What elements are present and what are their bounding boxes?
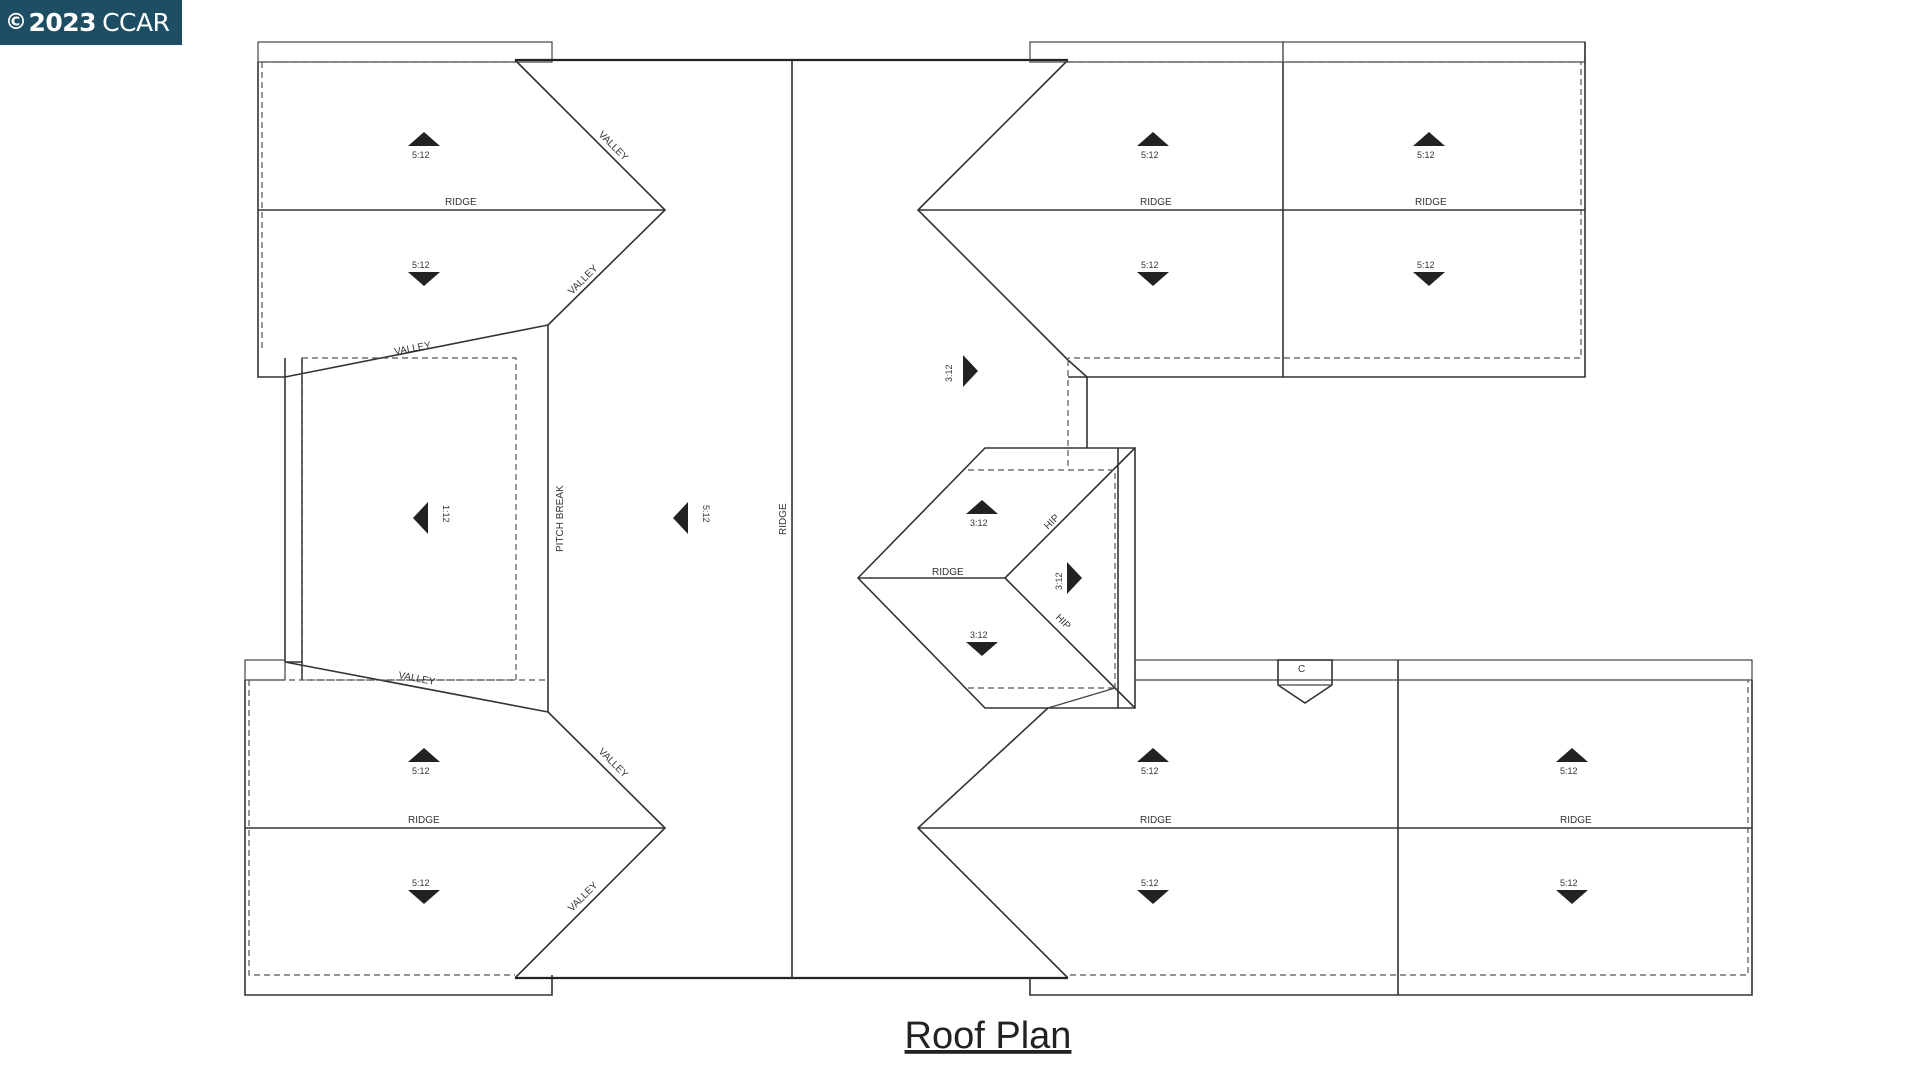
ridge-label: RIDGE	[1140, 815, 1172, 826]
slope-arrow-up	[1137, 132, 1169, 146]
ridge-label: RIDGE	[1140, 197, 1172, 208]
ridge-label: RIDGE	[778, 503, 789, 535]
chimney-label: C	[1298, 664, 1305, 675]
slope-arrow-up	[408, 132, 440, 146]
svg-text:1:12: 1:12	[441, 505, 451, 523]
copyright-watermark: © 2023 CCAR	[0, 0, 182, 45]
svg-text:5:12: 5:12	[412, 878, 430, 888]
slope-arrow-up	[1413, 132, 1445, 146]
ridge-label: RIDGE	[1560, 815, 1592, 826]
plan-title: Roof Plan	[905, 1015, 1072, 1057]
slope-arrow-down	[408, 890, 440, 904]
valley-label: VALLEY	[397, 670, 436, 688]
watermark-org: CCAR	[102, 8, 170, 37]
svg-text:5:12: 5:12	[1141, 260, 1159, 270]
chimney	[1277, 659, 1333, 704]
ridge-labels: RIDGE RIDGE RIDGE RIDGE RIDGE RIDGE RIDG…	[408, 197, 1592, 826]
slope-arrow-down	[1413, 272, 1445, 286]
slope-arrow-down	[1137, 272, 1169, 286]
watermark-year: 2023	[28, 8, 97, 37]
svg-text:5:12: 5:12	[701, 505, 711, 523]
pitch-labels: 5:12 5:12 5:12 5:12 5:12 5:12 5:12 5:12 …	[412, 150, 1578, 888]
svg-text:5:12: 5:12	[412, 260, 430, 270]
line-type-labels: VALLEY VALLEY VALLEY VALLEY VALLEY VALLE…	[393, 129, 1305, 914]
svg-text:5:12: 5:12	[1560, 766, 1578, 776]
ridge-label: RIDGE	[408, 815, 440, 826]
svg-text:5:12: 5:12	[412, 766, 430, 776]
slope-arrow-left	[673, 502, 688, 534]
slope-arrow-up	[408, 748, 440, 762]
upper-left-wing	[257, 41, 667, 378]
slope-arrow-right	[963, 355, 978, 387]
slope-arrow-up	[1556, 748, 1588, 762]
slope-arrow-up	[966, 500, 998, 514]
svg-text:5:12: 5:12	[1141, 766, 1159, 776]
ridge-label: RIDGE	[1415, 197, 1447, 208]
pitch-break-label: PITCH BREAK	[555, 485, 566, 552]
valley-label: VALLEY	[566, 263, 600, 297]
svg-text:5:12: 5:12	[1141, 878, 1159, 888]
svg-text:3:12: 3:12	[970, 518, 988, 528]
copyright-icon: ©	[5, 10, 27, 35]
slope-arrow-right	[1067, 562, 1082, 594]
slope-arrow-down	[966, 642, 998, 656]
svg-text:5:12: 5:12	[1417, 150, 1435, 160]
valley-label: VALLEY	[393, 340, 432, 358]
svg-text:3:12: 3:12	[1054, 572, 1064, 590]
svg-text:5:12: 5:12	[1560, 878, 1578, 888]
hip-label: HIP	[1042, 512, 1062, 532]
slope-arrow-up	[1137, 748, 1169, 762]
svg-text:3:12: 3:12	[970, 630, 988, 640]
slope-arrow-down	[1137, 890, 1169, 904]
svg-text:3:12: 3:12	[944, 364, 954, 382]
svg-text:5:12: 5:12	[1141, 150, 1159, 160]
svg-text:5:12: 5:12	[412, 150, 430, 160]
lower-right-wing	[916, 659, 1753, 996]
slope-arrow-left	[413, 502, 428, 534]
slope-arrow-down	[408, 272, 440, 286]
main-block	[515, 58, 1068, 980]
slope-arrow-down	[1556, 890, 1588, 904]
hip-roof	[856, 447, 1136, 709]
slope-arrows	[408, 132, 1588, 904]
ridge-label: RIDGE	[445, 197, 477, 208]
lower-left-wing	[244, 659, 667, 996]
svg-text:5:12: 5:12	[1417, 260, 1435, 270]
upper-right-wing	[916, 41, 1586, 470]
ridge-label: RIDGE	[932, 567, 964, 578]
